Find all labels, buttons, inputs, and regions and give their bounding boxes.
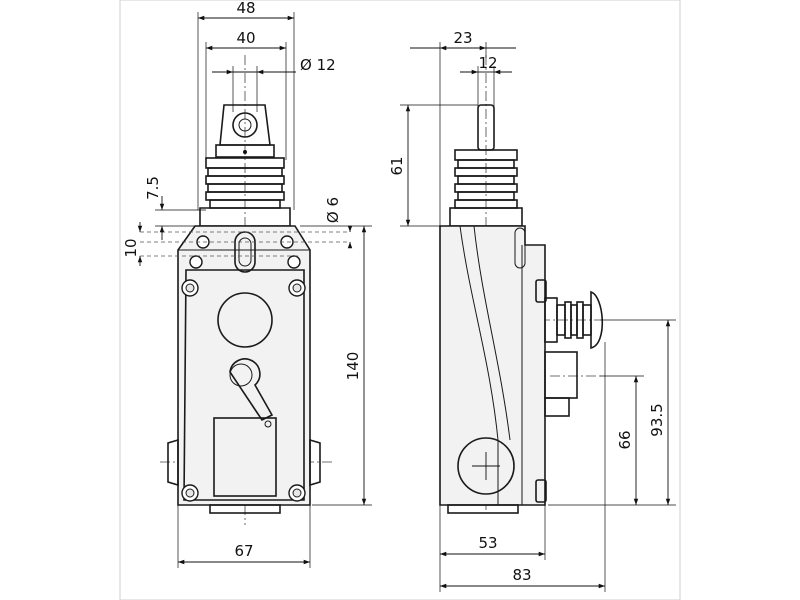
side-foot [447, 504, 519, 514]
front-slot-inner [238, 237, 252, 267]
label-plate [213, 417, 277, 497]
side-view [439, 55, 605, 514]
side-slot [514, 227, 526, 269]
front-button-circle [217, 292, 273, 348]
dim-roller-diameter: Ø 12 [300, 56, 336, 74]
gland-left [167, 438, 179, 487]
dim-93-5: 93.5 [648, 403, 666, 436]
dim-7-5: 7.5 [144, 176, 162, 200]
side-reset-button [544, 290, 604, 350]
gland-right [309, 438, 321, 487]
side-screw-bottom [535, 479, 547, 503]
roller-wheel [232, 112, 258, 138]
dim-12: 12 [478, 54, 497, 72]
dim-67: 67 [234, 542, 253, 560]
side-gland-nut [544, 351, 578, 399]
dim-61: 61 [388, 156, 406, 175]
roller-bracket [215, 144, 275, 158]
dim-hole-diameter: Ø 6 [324, 197, 342, 223]
sheet-border [119, 0, 681, 600]
housing-foot [209, 504, 281, 514]
indicator-pivot [264, 420, 272, 428]
side-screw-top [535, 279, 547, 303]
side-housing [439, 225, 546, 506]
dim-40: 40 [236, 29, 255, 47]
roller-hub [238, 118, 252, 132]
housing-lid-outline [183, 269, 305, 501]
side-bellows [454, 149, 518, 209]
indicator-lens [229, 363, 253, 387]
dim-48: 48 [236, 0, 255, 17]
dim-83: 83 [512, 566, 531, 584]
dim-23: 23 [453, 29, 472, 47]
dim-66: 66 [616, 430, 634, 449]
screw-upper-left [189, 255, 203, 269]
dim-53: 53 [478, 534, 497, 552]
roller-pin [243, 150, 247, 154]
dim-140: 140 [344, 352, 362, 381]
side-gland-body [544, 397, 570, 417]
side-round-window [457, 437, 515, 495]
screw-upper-right [287, 255, 301, 269]
dim-10: 10 [122, 238, 140, 257]
side-dimensions: 23 12 61 93.5 66 53 83 [388, 29, 676, 592]
indicator-lever [229, 358, 274, 422]
side-button-cap [590, 290, 604, 350]
side-contour-curve-2 [473, 225, 511, 441]
front-dimensions: 48 40 Ø 12 Ø 6 7.5 10 140 [122, 0, 372, 568]
side-contour-curve [459, 225, 499, 505]
bellows [205, 157, 285, 209]
front-view [140, 55, 350, 525]
